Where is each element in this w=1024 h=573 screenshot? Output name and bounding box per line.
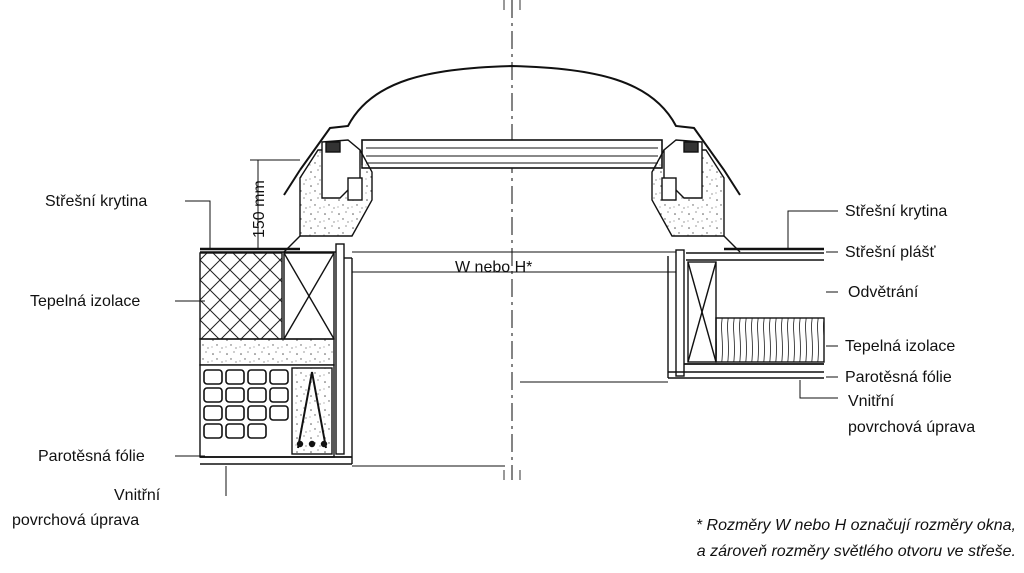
left-roof-section: [199, 243, 505, 467]
left-curb: [283, 139, 373, 253]
label-right-ventilation: Odvětrání: [848, 284, 919, 301]
footnote-line-2: a zároveň rozměry světlého otvoru ve stř…: [697, 543, 1016, 560]
right-leaders: [787, 210, 838, 399]
label-right-roof-covering: Střešní krytina: [845, 203, 947, 220]
label-right-inner-finish-2: povrchová úprava: [848, 419, 975, 436]
label-right-thermal-insulation: Tepelná izolace: [845, 338, 955, 355]
label-left-inner-finish-1: Vnitřní: [114, 487, 161, 504]
label-right-inner-finish-1: Vnitřní: [848, 393, 895, 410]
right-roof-section: [520, 247, 825, 383]
label-left-vapor-barrier: Parotěsná fólie: [38, 448, 145, 465]
glazing-frame: [361, 139, 663, 169]
width-dimension-label: W nebo H*: [455, 259, 532, 276]
right-curb: [651, 139, 741, 253]
width-dimension: [352, 251, 676, 273]
height-dimension: [250, 159, 300, 249]
footnote-line-1: * Rozměry W nebo H označují rozměry okna…: [696, 517, 1016, 534]
label-right-roof-membrane: Střešní plášť: [845, 244, 936, 261]
label-right-vapor-barrier: Parotěsná fólie: [845, 369, 952, 386]
label-left-thermal-insulation: Tepelná izolace: [30, 293, 140, 310]
skylight-dome: [299, 64, 741, 196]
height-dimension-label: 150 mm: [251, 180, 268, 238]
left-leaders: [175, 200, 227, 496]
label-left-inner-finish-2: povrchová úprava: [12, 512, 139, 529]
label-left-roof-covering: Střešní krytina: [45, 193, 147, 210]
